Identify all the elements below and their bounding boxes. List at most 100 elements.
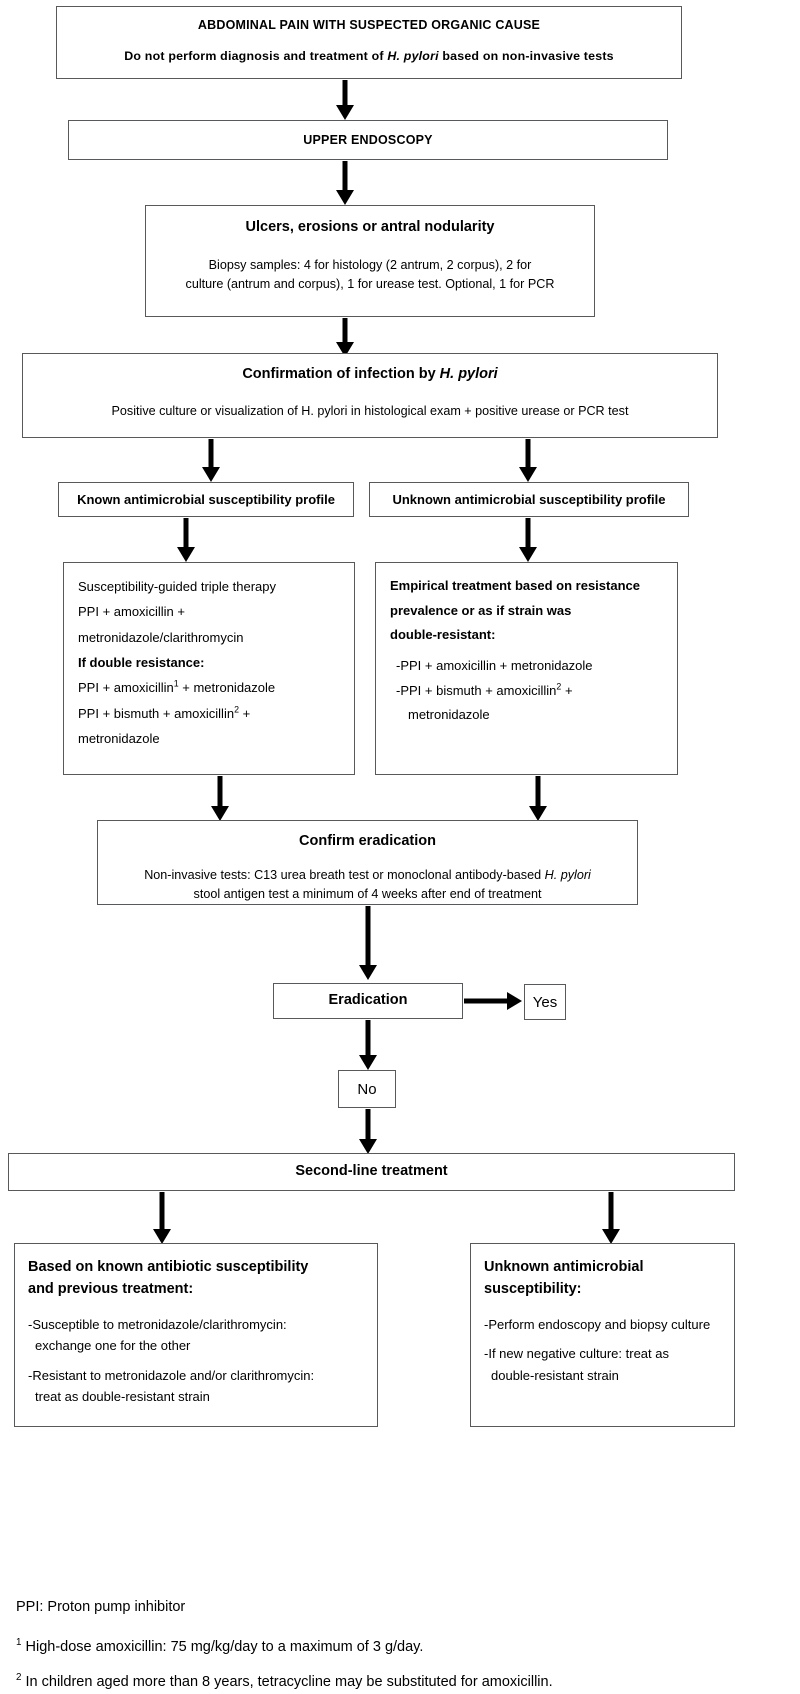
known-second-item2-line1: -Resistant to metronidazole and/or clari… (28, 1367, 315, 1383)
unknown-treatment-item2-post: + (561, 682, 573, 698)
abdominal-pain-title: ABDOMINAL PAIN WITH SUSPECTED ORGANIC CA… (197, 18, 541, 32)
known-profile-label: Known antimicrobial susceptibility profi… (77, 491, 335, 507)
arrow-head (202, 467, 220, 482)
arrow-shaft (535, 776, 541, 807)
arrow-head (359, 965, 377, 980)
yes-label: Yes (532, 993, 558, 1011)
ulcers-body-line2: culture (antrum and corpus), 1 for ureas… (185, 277, 555, 292)
footnote-1-marker: 1 (16, 1637, 22, 1649)
arrow-shaft (365, 906, 371, 966)
known-treatment-line6-pre: PPI + bismuth + amoxicillin (78, 705, 235, 721)
abdominal-pain-sub-pre: Do not perform diagnosis and treatment o… (124, 49, 388, 63)
unknown-profile-label: Unknown antimicrobial susceptibility pro… (392, 491, 666, 507)
arrow-shaft (464, 998, 510, 1004)
arrow-ulcers-to-confirmation (334, 318, 356, 357)
arrow-second-line-to-unknown (600, 1192, 622, 1244)
arrow-second-line-to-known (151, 1192, 173, 1244)
known-second-item2-line2: treat as double-resistant strain (35, 1389, 210, 1405)
footnote-2-text: In children aged more than 8 years, tetr… (21, 1674, 553, 1690)
confirmation-title-pre: Confirmation of infection by (242, 366, 440, 382)
arrow-endoscopy-to-ulcers (334, 161, 356, 205)
known-second-head-line1: Based on known antibiotic susceptibility (28, 1259, 309, 1275)
arrow-head (177, 547, 195, 562)
ulcers-body-line1: Biopsy samples: 4 for histology (2 antru… (208, 257, 532, 272)
node-ulcers: Ulcers, erosions or antral nodularity Bi… (145, 205, 595, 317)
arrow-eradication-to-yes (464, 990, 522, 1012)
node-unknown-second-line: Unknown antimicrobial susceptibility: -P… (470, 1243, 735, 1427)
arrow-shaft (525, 518, 531, 548)
unknown-second-head-line2: susceptibility: (484, 1281, 582, 1298)
node-known-second-line: Based on known antibiotic susceptibility… (14, 1243, 378, 1427)
known-second-item1-line1: -Susceptible to metronidazole/clarithrom… (28, 1316, 287, 1332)
eradication-label: Eradication (328, 992, 408, 1009)
unknown-second-item2-line2: double-resistant strain (491, 1367, 619, 1383)
known-treatment-line7: metronidazole (78, 731, 160, 747)
arrow-shaft (217, 776, 223, 807)
arrow-head (359, 1139, 377, 1154)
node-eradication: Eradication (273, 983, 463, 1019)
arrow-shaft (365, 1020, 371, 1056)
arrow-eradication-to-no (357, 1020, 379, 1070)
arrow-confirmation-to-unknown (517, 439, 539, 482)
node-unknown-profile: Unknown antimicrobial susceptibility pro… (369, 482, 689, 517)
arrow-head (211, 806, 229, 821)
confirm-eradication-title: Confirm eradication (299, 833, 436, 849)
unknown-treatment-head-line2: prevalence or as if strain was (390, 602, 572, 618)
unknown-second-head-line1: Unknown antimicrobial (484, 1259, 644, 1275)
known-treatment-line6: PPI + bismuth + amoxicillin2 + (78, 701, 354, 726)
known-second-item1-line2: exchange one for the other (35, 1338, 191, 1354)
arrow-known-treatment-to-confirm (209, 776, 231, 821)
arrow-unknown-profile-to-treatment (517, 518, 539, 562)
confirm-eradication-body-line2: stool antigen test a minimum of 4 weeks … (193, 887, 542, 902)
known-treatment-line5: PPI + amoxicillin1 + metronidazole (78, 675, 354, 700)
second-line-label: Second-line treatment (295, 1163, 448, 1180)
footnote-marker-2: 2 (234, 704, 239, 715)
node-confirm-eradication: Confirm eradication Non-invasive tests: … (97, 820, 638, 905)
confirm-eradication-body-line1: Non-invasive tests: C13 urea breath test… (108, 866, 627, 886)
arrow-no-to-second-line (357, 1109, 379, 1154)
unknown-second-item1: -Perform endoscopy and biopsy culture (484, 1316, 711, 1332)
footnote-marker-2b: 2 (556, 681, 562, 692)
arrow-shaft (342, 80, 348, 106)
no-label: No (357, 1080, 377, 1098)
confirm-eradication-body-pre: Non-invasive tests: C13 urea breath test… (144, 867, 545, 882)
abdominal-pain-sub-italic: H. pylori (387, 49, 439, 63)
arrow-known-profile-to-treatment (175, 518, 197, 562)
footnote-abbreviation: PPI: Proton pump inhibitor (16, 1599, 186, 1615)
unknown-treatment-head-line1: Empirical treatment based on resistance (390, 578, 640, 593)
arrow-head (519, 547, 537, 562)
confirmation-title: Confirmation of infection by H. pylori (33, 365, 707, 385)
arrow-shaft (342, 318, 348, 343)
unknown-treatment-item2: -PPI + bismuth + amoxicillin2 + (390, 679, 677, 704)
upper-endoscopy-label: UPPER ENDOSCOPY (303, 133, 433, 147)
known-second-head-line2: and previous treatment: (28, 1281, 194, 1298)
arrow-shaft (608, 1192, 614, 1230)
footnote-2: 2 In children aged more than 8 years, te… (16, 1672, 553, 1692)
known-treatment-double-resistance-label: If double resistance: (78, 655, 205, 671)
arrow-shaft (208, 439, 214, 468)
arrow-head (507, 992, 522, 1010)
ulcers-title: Ulcers, erosions or antral nodularity (245, 219, 495, 235)
confirmation-body: Positive culture or visualization of H. … (111, 403, 629, 418)
arrow-head (359, 1055, 377, 1070)
confirmation-title-italic: H. pylori (439, 366, 498, 382)
known-treatment-line5-post: + metronidazole (178, 680, 276, 696)
footnote-marker-1: 1 (173, 679, 179, 690)
arrow-shaft (525, 439, 531, 468)
known-treatment-line2: PPI + amoxicillin + (78, 604, 185, 620)
footnote-1: 1 High-dose amoxicillin: 75 mg/kg/day to… (16, 1637, 423, 1657)
known-treatment-line5-pre: PPI + amoxicillin (78, 680, 174, 696)
arrow-abdominal-to-endoscopy (334, 80, 356, 120)
abdominal-pain-sub-post: based on non-invasive tests (438, 49, 614, 63)
unknown-treatment-item3: metronidazole (408, 707, 490, 723)
node-yes: Yes (524, 984, 566, 1020)
arrow-shaft (365, 1109, 371, 1140)
arrow-confirm-to-eradication (357, 906, 379, 980)
arrow-shaft (159, 1192, 165, 1230)
node-upper-endoscopy: UPPER ENDOSCOPY (68, 120, 668, 160)
arrow-head (519, 467, 537, 482)
node-known-treatment: Susceptibility-guided triple therapy PPI… (63, 562, 355, 775)
node-second-line-treatment: Second-line treatment (8, 1153, 735, 1191)
node-known-profile: Known antimicrobial susceptibility profi… (58, 482, 354, 517)
